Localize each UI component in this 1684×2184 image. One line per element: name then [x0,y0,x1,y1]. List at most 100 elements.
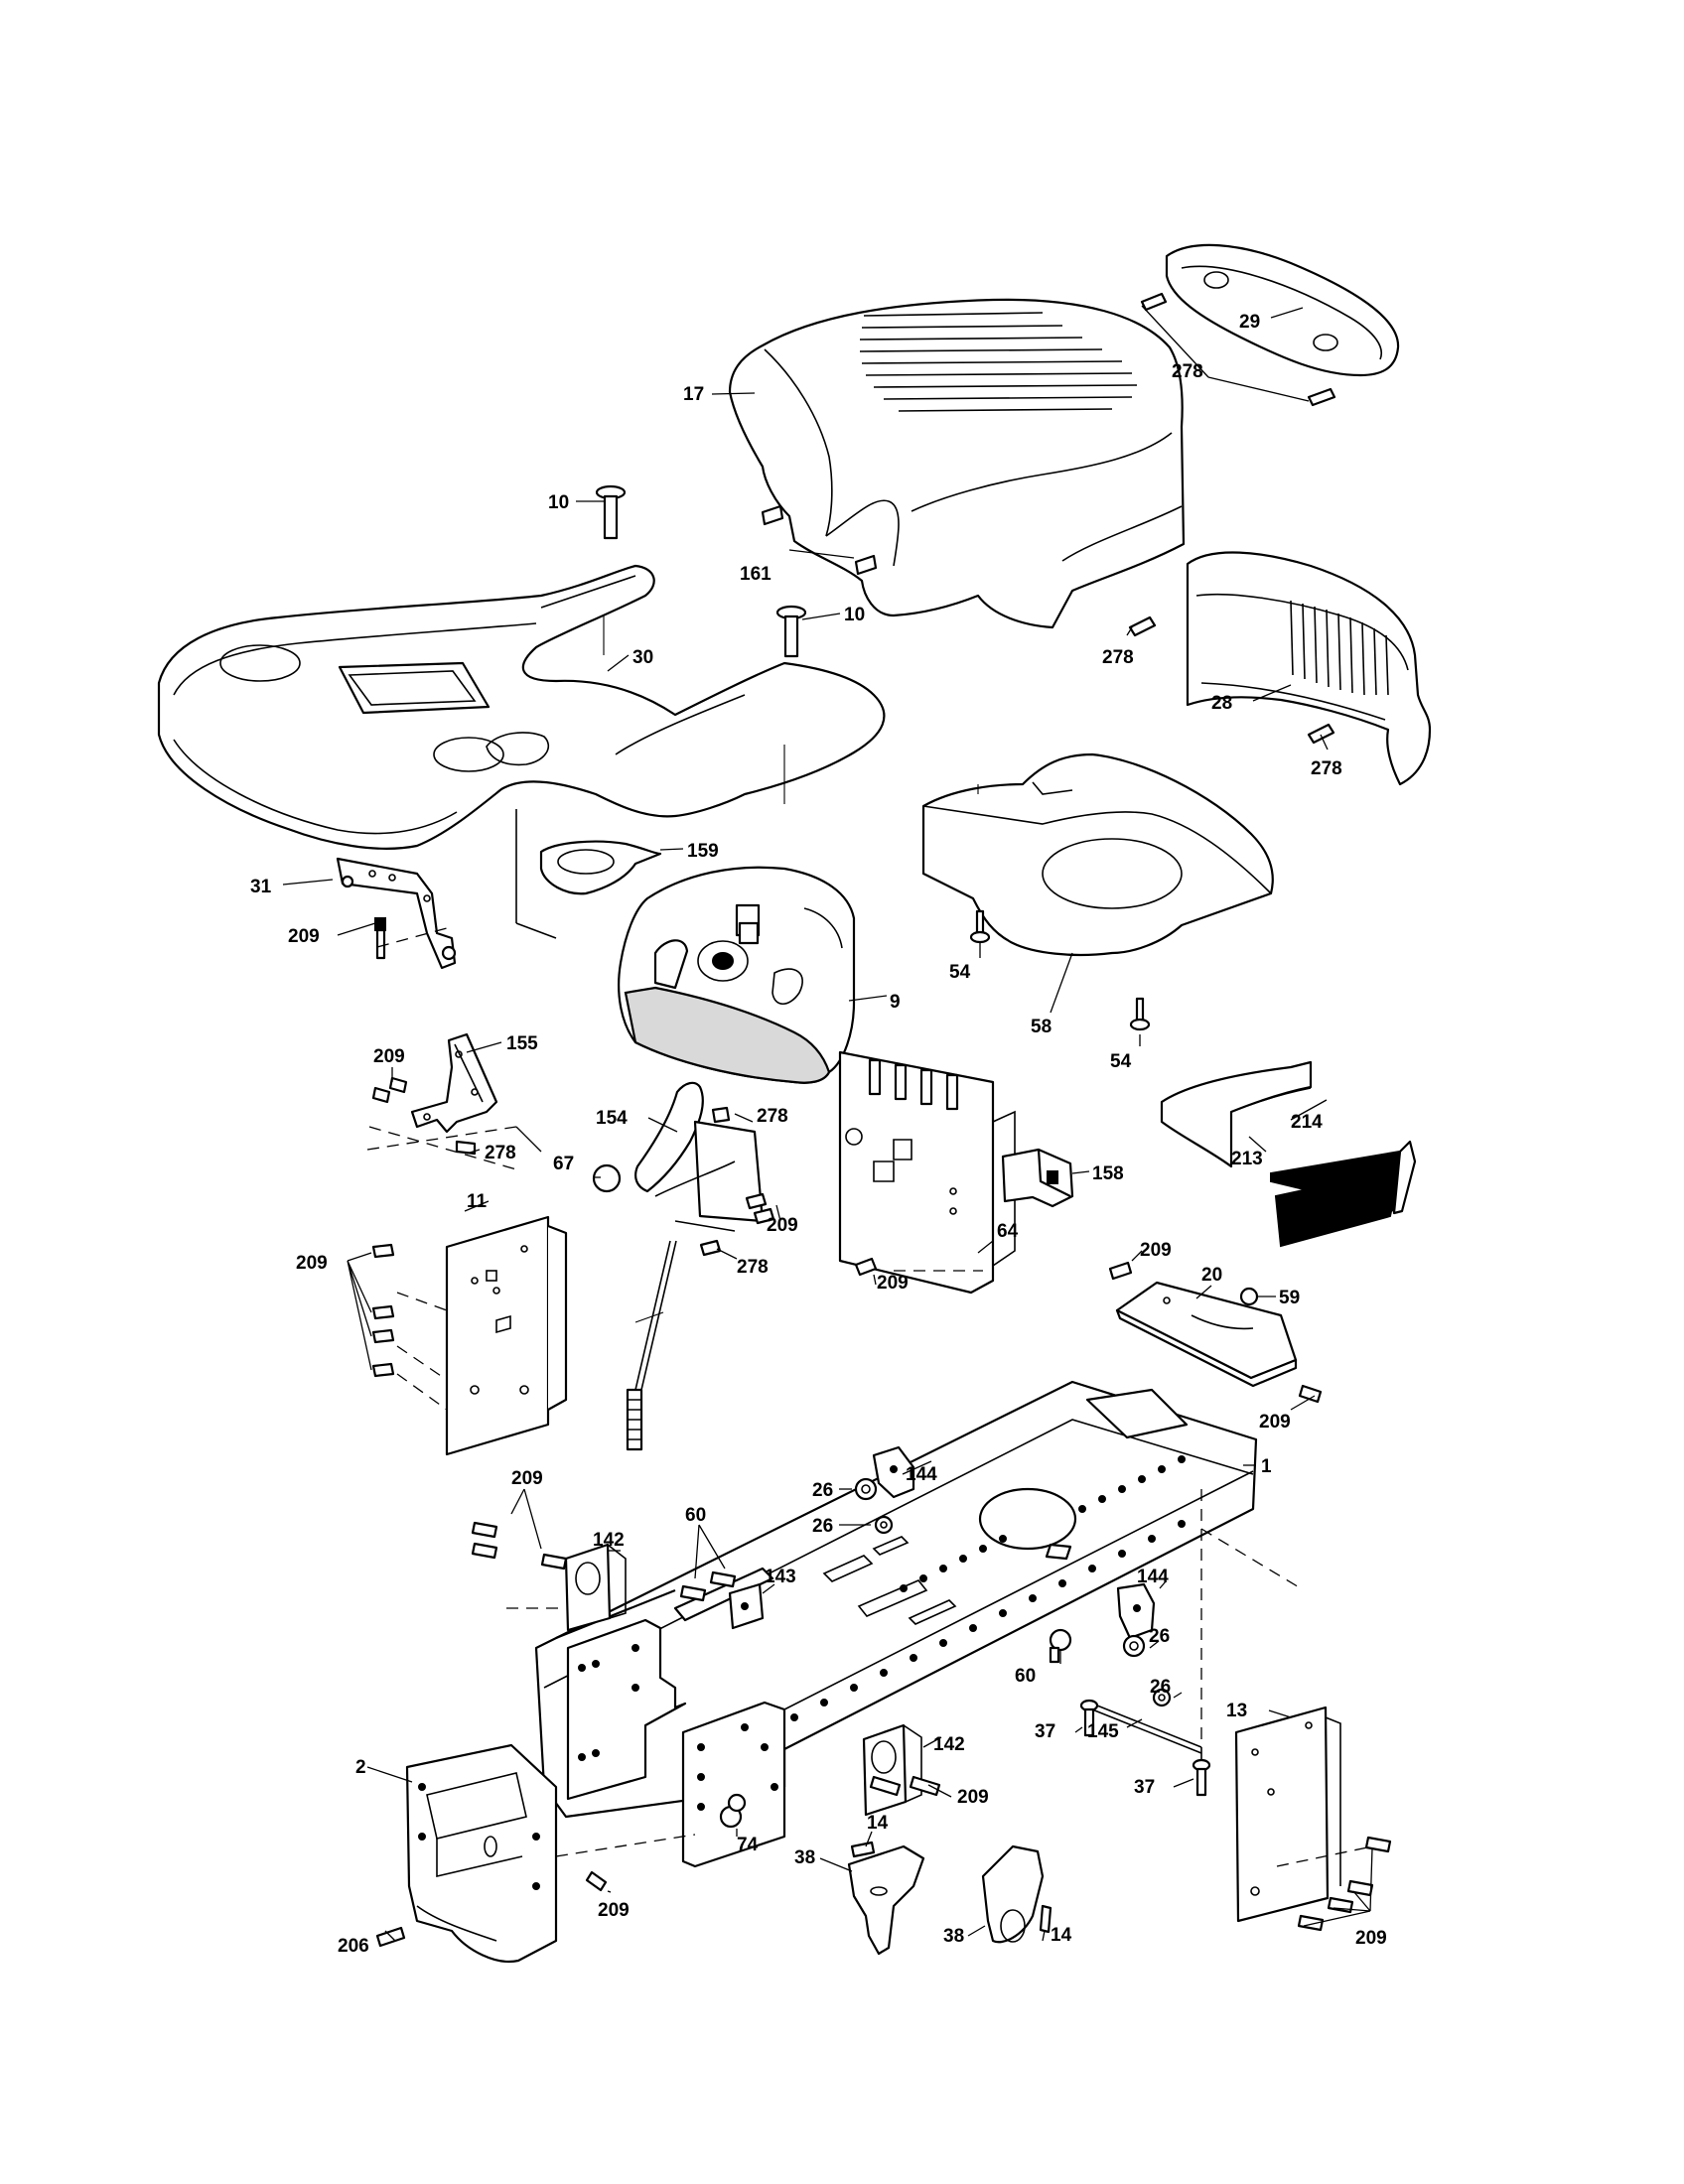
callout-278: 278 [1172,361,1203,382]
screw-278-e-icon [711,1106,731,1124]
callout-214: 214 [1291,1112,1323,1133]
bolt-14-b-icon [1039,1904,1052,1934]
nut-26-c-icon [1122,1634,1146,1658]
bolt-14-a-icon [850,1841,876,1858]
callout-labels: 29 278 17 10 10 161 278 30 28 278 159 31… [250,312,1387,1957]
callout-13: 13 [1226,1701,1247,1721]
screw-209-f-icon [1108,1261,1133,1281]
callout-209: 209 [296,1253,328,1274]
part-20-plate [1115,1281,1298,1388]
callout-37: 37 [1035,1721,1055,1742]
nut-26-d-icon [1152,1688,1172,1707]
part-154-lever [634,1081,765,1232]
callout-209: 209 [1259,1412,1291,1433]
callout-209: 209 [373,1046,405,1067]
callout-143: 143 [765,1567,796,1587]
callout-142: 142 [593,1530,625,1551]
callout-154: 154 [596,1108,628,1129]
part-155-bracket [410,1032,498,1134]
callout-26: 26 [812,1480,833,1501]
callout-278: 278 [485,1143,516,1163]
part-67-ball-icon [592,1163,622,1193]
nut-26-a-icon [854,1477,878,1501]
callout-209: 209 [767,1215,798,1236]
part-rod-assembly [626,1240,677,1451]
callout-213: 213 [1231,1149,1263,1169]
bolt-60-a-icon [679,1570,737,1602]
callout-209: 209 [511,1468,543,1489]
screw-209-e-icon [371,1243,395,1378]
callout-60: 60 [685,1505,706,1526]
callout-37: 37 [1134,1777,1155,1798]
part-38-a-bracket [847,1844,925,1956]
callout-38: 38 [943,1926,964,1947]
nut-26-b-icon [874,1515,894,1535]
part-30-fender [157,564,886,939]
callout-74: 74 [737,1835,759,1855]
callout-54: 54 [949,962,971,983]
part-158-clamp [1001,1148,1074,1208]
bolt-37-a-icon [1079,1699,1099,1737]
part-31-bracket [336,857,457,970]
callout-278: 278 [1102,647,1134,668]
callout-67: 67 [553,1154,574,1174]
bolt-37-b-icon [1192,1758,1211,1797]
callout-30: 30 [632,647,653,668]
screw-278-a-icon [1140,292,1336,407]
part-13-plate [1234,1706,1341,1923]
nut-59-icon [1239,1287,1259,1306]
callout-26: 26 [812,1516,833,1537]
callout-29: 29 [1239,312,1260,333]
part-29-rear-cover [1165,243,1400,377]
callout-209: 209 [1140,1240,1172,1261]
callout-38: 38 [794,1847,815,1868]
part-144-b-bracket [1116,1582,1156,1640]
screw-209-d-icon [854,1257,878,1277]
bolt-10-a-icon [595,484,627,540]
screw-278-f-icon [699,1239,722,1257]
callout-14: 14 [1051,1925,1072,1946]
callout-1: 1 [1261,1456,1272,1477]
callout-20: 20 [1201,1265,1222,1286]
part-17-hood [728,298,1186,629]
part-11-plate [445,1215,568,1456]
callout-144: 144 [1137,1567,1169,1587]
part-plate-right [681,1701,786,1868]
callout-54: 54 [1110,1051,1132,1072]
nut-74-icon [719,1793,747,1829]
leader-lines [282,305,1373,1942]
callout-28: 28 [1211,693,1232,714]
callout-2: 2 [355,1757,366,1778]
callout-209: 209 [1355,1928,1387,1949]
part-38-b-bracket [981,1844,1045,1944]
callout-155: 155 [506,1033,538,1054]
callout-144: 144 [906,1464,937,1485]
screw-209-b-icon [371,1076,408,1104]
callout-26: 26 [1149,1626,1170,1647]
screw-209-j-icon [585,1870,608,1892]
callout-10: 10 [548,492,569,513]
screw-278-d-icon [455,1140,477,1156]
callout-209: 209 [598,1900,630,1921]
screw-54-b-icon [1129,997,1151,1031]
screw-278-c-icon [1307,723,1335,745]
screw-209-g-icon [1298,1384,1323,1404]
part-143-bracket [728,1582,765,1630]
callout-64: 64 [997,1221,1019,1242]
part-2-front-bracket [405,1743,558,1964]
part-28-grille [1186,551,1432,786]
callout-14: 14 [867,1813,889,1834]
part-213-deflector [1160,1060,1313,1168]
screw-209-a-icon [374,917,386,960]
callout-206: 206 [338,1936,369,1957]
part-214-deflector [1270,1140,1417,1248]
callout-58: 58 [1031,1017,1052,1037]
part-144-a-bracket [872,1445,915,1499]
callout-145: 145 [1087,1721,1119,1742]
part-142-a-bracket [564,1543,627,1632]
callout-9: 9 [890,992,901,1013]
part-64-panel [838,1050,1016,1295]
callout-209: 209 [288,926,320,947]
